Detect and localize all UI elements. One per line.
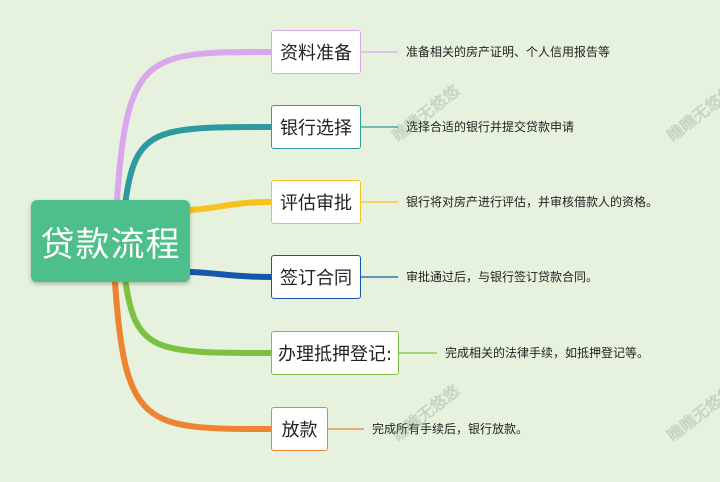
branch-connector [187, 199, 274, 213]
branch-node[interactable]: 办理抵押登记: [271, 331, 399, 375]
branch-description: 银行将对房产进行评估，并审核借款人的资格。 [406, 195, 659, 209]
branch-node[interactable]: 签订合同 [271, 255, 361, 299]
branch-description: 审批通过后，与银行签订贷款合同。 [406, 270, 599, 284]
branch-connector [122, 124, 274, 208]
branch-node[interactable]: 放款 [271, 407, 328, 451]
branch-description: 选择合适的银行并提交贷款申请 [406, 120, 575, 134]
branch-description: 完成所有手续后，银行放款。 [372, 422, 529, 436]
branch-node[interactable]: 评估审批 [271, 180, 361, 224]
branch-connector [187, 269, 274, 280]
branch-node[interactable]: 银行选择 [271, 105, 361, 149]
branch-connector [112, 279, 274, 432]
branch-connector [114, 49, 274, 203]
branch-description: 准备相关的房产证明、个人信用报告等 [406, 45, 611, 59]
branch-connector [122, 275, 274, 356]
root-node[interactable]: 贷款流程 [31, 200, 190, 282]
branch-description: 完成相关的法律手续，如抵押登记等。 [445, 346, 650, 360]
branch-node[interactable]: 资料准备 [271, 30, 361, 74]
